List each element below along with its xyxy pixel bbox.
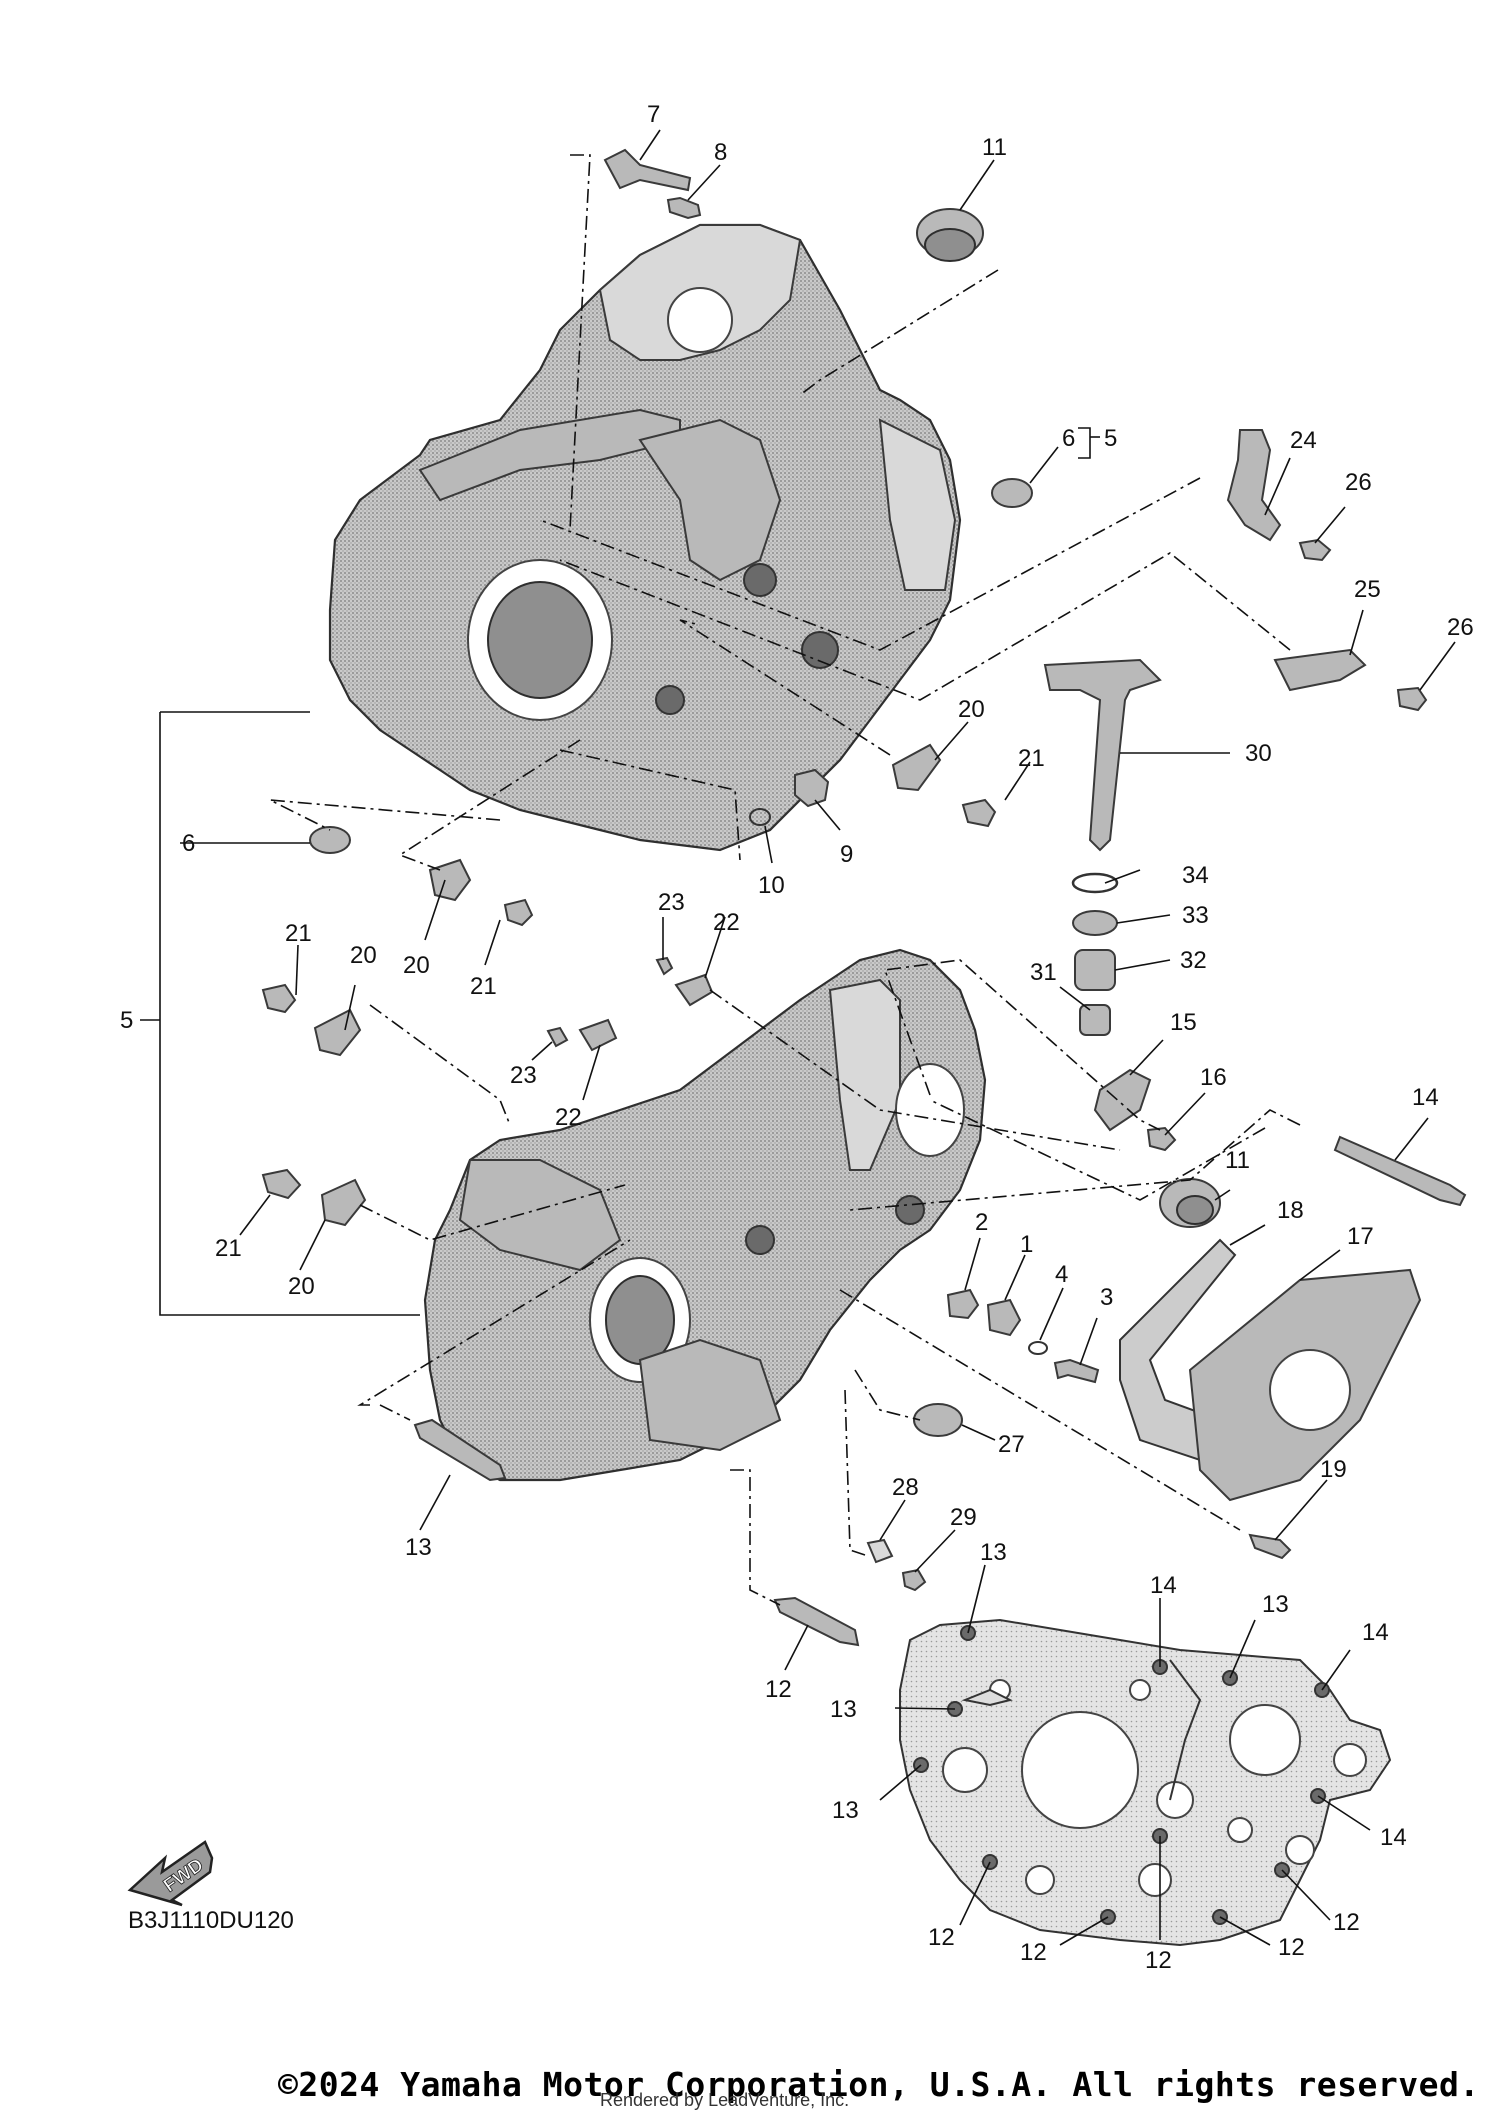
callout-13: 13 xyxy=(830,1696,857,1723)
callout-20: 20 xyxy=(403,952,430,979)
callout-12: 12 xyxy=(1020,1939,1047,1966)
dash-lines xyxy=(269,154,1301,1606)
callout-12: 12 xyxy=(765,1676,792,1703)
callout-2: 2 xyxy=(975,1209,988,1236)
callout-21: 21 xyxy=(285,920,312,947)
callout-8: 8 xyxy=(714,139,727,166)
callout-13: 13 xyxy=(980,1539,1007,1566)
callout-5: 5 xyxy=(120,1007,133,1034)
callout-5: 5 xyxy=(1104,425,1117,452)
callout-11: 11 xyxy=(982,134,1007,161)
callout-12: 12 xyxy=(1333,1909,1360,1936)
callout-13: 13 xyxy=(832,1797,859,1824)
callout-3: 3 xyxy=(1100,1284,1113,1311)
callout-34: 34 xyxy=(1182,862,1209,889)
callout-21: 21 xyxy=(215,1235,242,1262)
callout-15: 15 xyxy=(1170,1009,1197,1036)
callout-20: 20 xyxy=(288,1273,315,1300)
callout-6: 6 xyxy=(1062,425,1075,452)
callout-14: 14 xyxy=(1150,1572,1177,1599)
callout-33: 33 xyxy=(1182,902,1209,929)
crankcase-right-half[interactable] xyxy=(423,948,987,1482)
callout-14: 14 xyxy=(1380,1824,1407,1851)
callout-30: 30 xyxy=(1245,740,1272,767)
callout-23: 23 xyxy=(510,1062,537,1089)
callouts: 7 8 11 6 5 24 26 25 26 30 20 21 9 10 6 5… xyxy=(120,101,1474,1974)
callout-12: 12 xyxy=(928,1924,955,1951)
callout-18: 18 xyxy=(1277,1197,1304,1224)
callout-28: 28 xyxy=(892,1474,919,1501)
callout-21: 21 xyxy=(1018,745,1045,772)
callout-1: 1 xyxy=(1020,1231,1033,1258)
crankcase-bolt-location-view xyxy=(899,1618,1392,1947)
callout-14: 14 xyxy=(1362,1619,1389,1646)
callout-13: 13 xyxy=(405,1534,432,1561)
callout-31: 31 xyxy=(1030,959,1057,986)
callout-17: 17 xyxy=(1347,1223,1374,1250)
diagram-code: B3J1110DU120 xyxy=(128,1907,294,1934)
callout-32: 32 xyxy=(1180,947,1207,974)
copyright-notice: ©2024 Yamaha Motor Corporation, U.S.A. A… xyxy=(278,2065,1480,2104)
callout-25: 25 xyxy=(1354,576,1381,603)
callout-11: 11 xyxy=(1225,1147,1250,1174)
callout-20: 20 xyxy=(350,942,377,969)
callout-23: 23 xyxy=(658,889,685,916)
callout-19: 19 xyxy=(1320,1456,1347,1483)
callout-22: 22 xyxy=(555,1104,582,1131)
fwd-arrow-icon: FWD xyxy=(127,1840,214,1907)
callout-12: 12 xyxy=(1145,1947,1172,1974)
callout-12: 12 xyxy=(1278,1934,1305,1961)
callout-13: 13 xyxy=(1262,1591,1289,1618)
callout-20: 20 xyxy=(958,696,985,723)
rendered-by-watermark: Rendered by LeadVenture, Inc. xyxy=(600,2090,850,2110)
callout-26: 26 xyxy=(1447,614,1474,641)
callout-21: 21 xyxy=(470,973,497,1000)
callout-9: 9 xyxy=(840,841,853,868)
callout-24: 24 xyxy=(1290,427,1317,454)
crankcase-left-half[interactable] xyxy=(328,223,962,852)
callout-7: 7 xyxy=(647,101,660,128)
callout-26: 26 xyxy=(1345,469,1372,496)
callout-27: 27 xyxy=(998,1431,1025,1458)
callout-29: 29 xyxy=(950,1504,977,1531)
callout-16: 16 xyxy=(1200,1064,1227,1091)
leader-lines xyxy=(140,129,1456,1946)
callout-4: 4 xyxy=(1055,1261,1068,1288)
callout-22: 22 xyxy=(713,909,740,936)
callout-6: 6 xyxy=(182,830,195,857)
callout-14: 14 xyxy=(1412,1084,1439,1111)
callout-10: 10 xyxy=(758,872,785,899)
